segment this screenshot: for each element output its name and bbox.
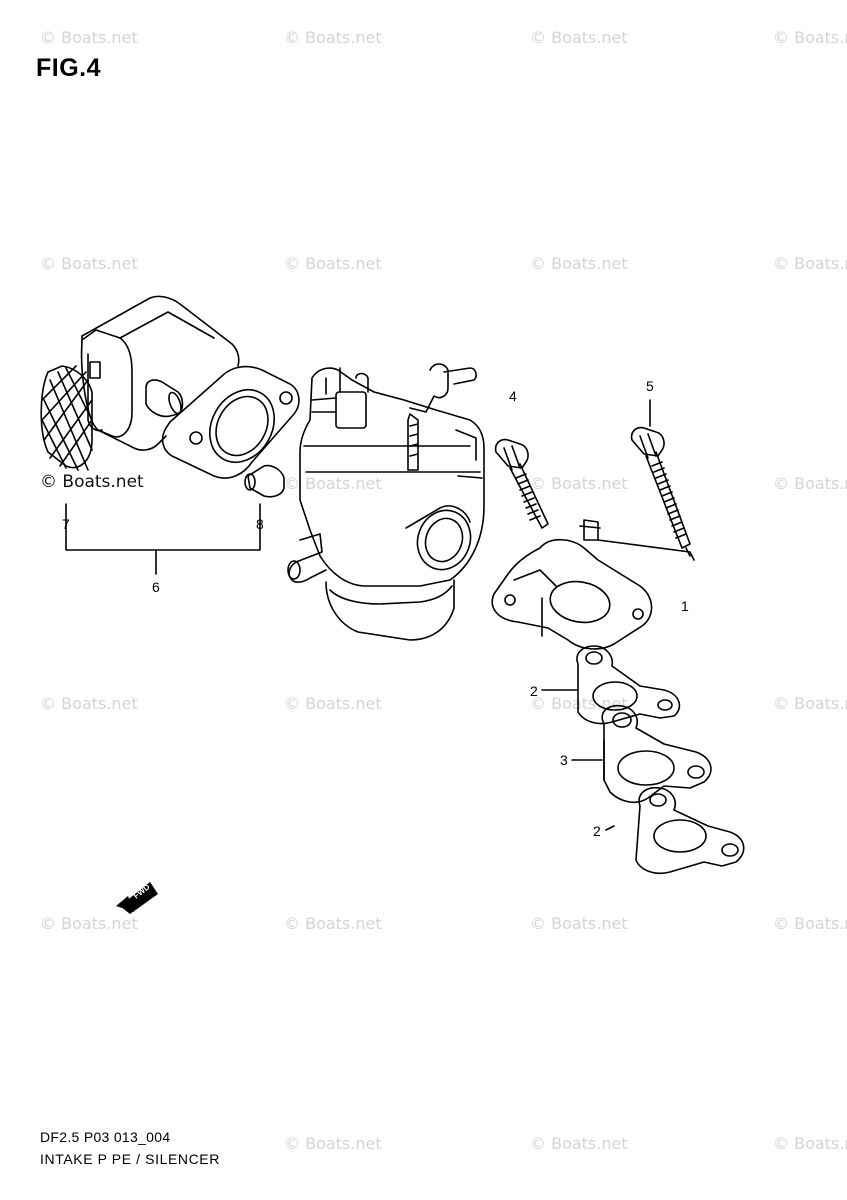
watermark: © Boats.net bbox=[284, 474, 382, 493]
watermark: © Boats.net bbox=[530, 914, 628, 933]
watermark: © Boats.net bbox=[773, 28, 847, 47]
watermark: © Boats.net bbox=[773, 474, 847, 493]
watermark: © Boats.net bbox=[773, 914, 847, 933]
bolt-part-4 bbox=[496, 440, 548, 528]
carburetor-part bbox=[288, 364, 484, 640]
watermark-dark: © Boats.net bbox=[40, 472, 144, 492]
watermark: © Boats.net bbox=[284, 694, 382, 713]
bushing-part bbox=[245, 466, 284, 497]
callout-1: 1 bbox=[681, 598, 689, 614]
watermark: © Boats.net bbox=[284, 28, 382, 47]
watermark: © Boats.net bbox=[40, 254, 138, 273]
mesh-screen-part bbox=[41, 366, 92, 470]
gasket-part-2-bottom bbox=[636, 788, 744, 874]
watermark: © Boats.net bbox=[40, 914, 138, 933]
bolt-part-5 bbox=[632, 400, 690, 548]
watermark: © Boats.net bbox=[284, 914, 382, 933]
watermark: © Boats.net bbox=[530, 254, 628, 273]
watermark: © Boats.net bbox=[773, 254, 847, 273]
forward-arrow-icon: FWD bbox=[116, 882, 158, 914]
watermark: © Boats.net bbox=[530, 28, 628, 47]
leader-line bbox=[598, 540, 694, 560]
watermark: © Boats.net bbox=[530, 1134, 628, 1153]
silencer-housing-part bbox=[82, 296, 299, 478]
callout-6: 6 bbox=[152, 579, 160, 595]
diagram-code: DF2.5 P03 013_004 bbox=[40, 1129, 171, 1145]
callout-7: 7 bbox=[62, 516, 70, 532]
callout-8: 8 bbox=[256, 516, 264, 532]
diagram-title: INTAKE P PE / SILENCER bbox=[40, 1151, 220, 1167]
watermark: © Boats.net bbox=[284, 1134, 382, 1153]
watermark: © Boats.net bbox=[40, 694, 138, 713]
watermark: © Boats.net bbox=[530, 474, 628, 493]
watermark: © Boats.net bbox=[773, 694, 847, 713]
callout-3: 3 bbox=[560, 752, 568, 768]
insulator-part bbox=[602, 706, 711, 803]
callout-2-top: 2 bbox=[530, 683, 538, 699]
watermark: © Boats.net bbox=[284, 254, 382, 273]
gasket-part-2-top bbox=[577, 646, 679, 724]
callout-5: 5 bbox=[646, 378, 654, 394]
callout-2-bottom: 2 bbox=[593, 823, 601, 839]
figure-title: FIG.4 bbox=[36, 54, 102, 82]
bracket-6 bbox=[66, 504, 260, 574]
intake-pipe-part bbox=[492, 520, 651, 649]
watermark: © Boats.net bbox=[773, 1134, 847, 1153]
watermark: © Boats.net bbox=[40, 28, 138, 47]
callout-4: 4 bbox=[509, 388, 517, 404]
